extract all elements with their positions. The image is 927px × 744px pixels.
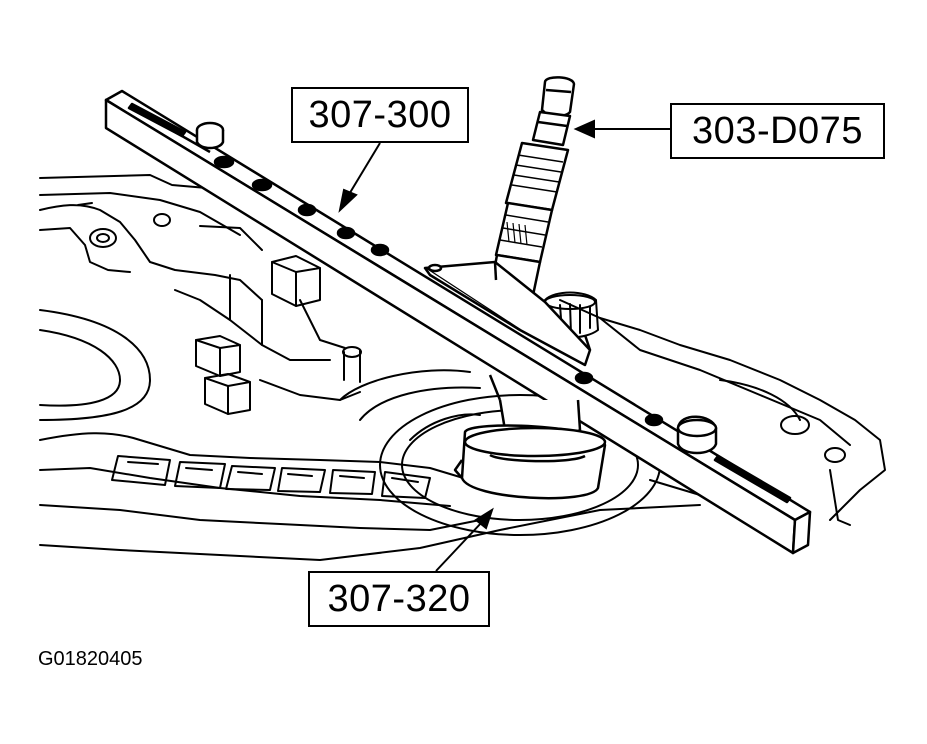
arrowhead-307-300 bbox=[338, 188, 358, 213]
gauge-bar bbox=[104, 89, 812, 555]
leader-arrows bbox=[338, 119, 670, 572]
arrowhead-303-d075 bbox=[573, 119, 595, 139]
adapter-spacer bbox=[453, 374, 607, 500]
callout-307-320: 307-320 bbox=[308, 571, 490, 627]
transmission-case bbox=[39, 174, 886, 561]
callout-303-d075: 303-D075 bbox=[670, 103, 885, 159]
figure-id-label: G01820405 bbox=[38, 648, 143, 670]
arrowhead-307-320 bbox=[474, 507, 494, 530]
micrometer-mount-block bbox=[423, 260, 592, 367]
callout-307-300: 307-300 bbox=[291, 87, 469, 143]
